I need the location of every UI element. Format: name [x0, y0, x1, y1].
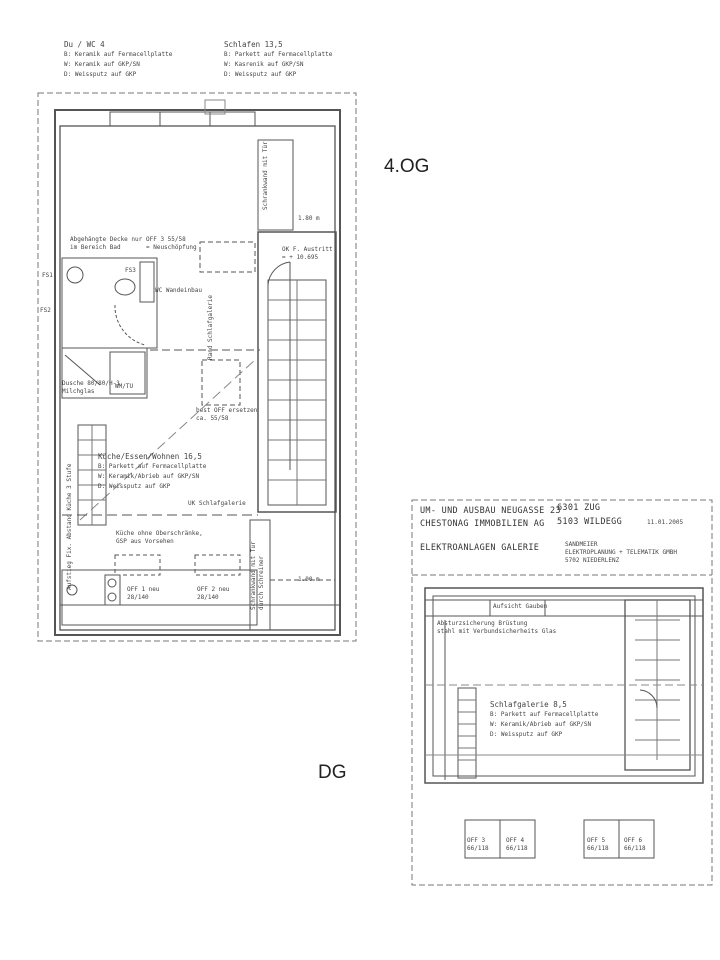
note-line: Dusche 80/80/H-3 [62, 380, 120, 387]
note-line: Schrankwand mit Tür [250, 541, 257, 610]
legend-line: W: Kasrenik auf GKP/SN [224, 61, 304, 68]
legend-line: D: Weissputz auf GKP [64, 71, 137, 78]
wc-label: WC Wandeinbau [155, 287, 202, 294]
note-line: 66/118 [467, 845, 489, 852]
wm-label: WM/TU [115, 383, 134, 390]
firm-line: 5702 NIEDERLENZ [565, 557, 620, 564]
city-zug: 6301 ZUG [557, 503, 601, 513]
legend-line: W: Keramik auf GKP/SN [64, 61, 140, 68]
note-line: ca. 55/58 [196, 415, 229, 422]
note-line: OFF 3 [467, 837, 486, 844]
note-line: best OFF ersetzen [196, 407, 258, 414]
gallery-vertical-label: Rand Schlafgalerie [207, 294, 214, 360]
legend-line: B: Parkett auf Fermacellplatte [224, 51, 333, 58]
legend-bath: Du / WC 4 B: Keramik auf Fermacellplatte… [64, 40, 172, 80]
floor-label-dg: DG [318, 762, 347, 783]
stair-note: Aufstieg Fix. Abstand Küche 3 Stufe [66, 463, 73, 590]
note-line: OFF 4 [506, 837, 525, 844]
attic-floor-plan [411, 499, 713, 886]
height-bottom: 1.00 m [298, 576, 320, 583]
note-line: OFF 1 neu [127, 586, 160, 593]
legend-title: Schlafen 13,5 [224, 40, 283, 49]
closet-note: Schrankwand mit Tür [262, 141, 269, 210]
height-top: 1.80 m [298, 215, 320, 222]
level-note: OK F. Austritt= + 10.695 [282, 246, 333, 262]
gallery-label: UK Schlafgalerie [188, 500, 246, 507]
legend-line: D: Weissputz auf GKP [224, 71, 297, 78]
note-line: Milchglas [62, 388, 95, 395]
dormer-label: Aufsicht Gauben [493, 603, 548, 610]
note-line: OFF 3 55/58 [146, 236, 186, 243]
legend-bedroom: Schlafen 13,5 B: Parkett auf Fermacellpl… [224, 40, 332, 80]
note-line: Absturzsicherung Brüstung [437, 620, 528, 627]
project-name: UM- UND AUSBAU NEUGASSE 23 [420, 506, 561, 516]
note-line: 28/140 [127, 594, 149, 601]
note-line: = Neuschöpfung [146, 244, 197, 251]
legend-title: Du / WC 4 [64, 40, 105, 49]
fs2-label: FS2 [40, 307, 51, 314]
note-line: Küche ohne Oberschränke, [116, 530, 203, 537]
legend-line: B: Parkett auf Fermacellplatte [98, 463, 207, 470]
note-line: im Bereich Bad [70, 244, 121, 251]
legend-line: W: Keramik/Abrieb auf GKP/SN [98, 473, 200, 480]
note-line: OFF 2 neu [197, 586, 230, 593]
note-line: 66/118 [624, 845, 646, 852]
owner-name: CHESTONAG IMMOBILIEN AG [420, 519, 545, 529]
legend-living: Küche/Essen/Wohnen 16,5 B: Parkett auf F… [98, 452, 206, 492]
legend-line: B: Keramik auf Fermacellplatte [64, 51, 173, 58]
note-line: 66/118 [587, 845, 609, 852]
drawing-title: ELEKTROANLAGEN GALERIE [420, 543, 540, 553]
note-line: stahl mit Verbundsicherheits Glas [437, 628, 557, 635]
note-line: GSP aus Vorsehen [116, 538, 174, 545]
floor-label-4og: 4.OG [384, 156, 430, 177]
firm-line: ELEKTROPLANUNG + TELEMATIK GMBH [565, 549, 677, 556]
legend-line: D: Weissputz auf GKP [98, 483, 171, 490]
firm-block: SANDMEIER ELEKTROPLANUNG + TELEMATIK GMB… [565, 541, 677, 565]
note-line: 66/118 [506, 845, 528, 852]
fs3-label: FS3 [125, 267, 136, 274]
city-wildegg: 5103 WILDEGG [557, 517, 623, 527]
note-line: durch Schreiner [258, 555, 265, 610]
date: 11.01.2005 [647, 519, 684, 526]
note-line: OFF 5 [587, 837, 606, 844]
note-line: Abgehängte Decke nur [70, 236, 143, 243]
legend-title: Schlafgalerie 8,5 [490, 700, 567, 709]
note-line: OK F. Austritt [282, 246, 333, 253]
upper-floor-plan [37, 92, 357, 642]
legend-gallery: Schlafgalerie 8,5 B: Parkett auf Fermace… [490, 700, 598, 740]
note-line: OFF 6 [624, 837, 643, 844]
note-line: 28/140 [197, 594, 219, 601]
off3-note: OFF 3 55/58= Neuschöpfung [146, 236, 197, 252]
legend-title: Küche/Essen/Wohnen 16,5 [98, 452, 202, 461]
legend-line: D: Weissputz auf GKP [490, 731, 563, 738]
legend-line: W: Keramik/Abrieb auf GKP/SN [490, 721, 592, 728]
legend-line: B: Parkett auf Fermacellplatte [490, 711, 599, 718]
kitchen-note: Küche ohne Oberschränke,GSP aus Vorsehen [116, 530, 203, 546]
firm-line: SANDMEIER [565, 541, 598, 548]
fs1-label: FS1 [42, 272, 53, 279]
note-line: = + 10.695 [282, 254, 319, 261]
